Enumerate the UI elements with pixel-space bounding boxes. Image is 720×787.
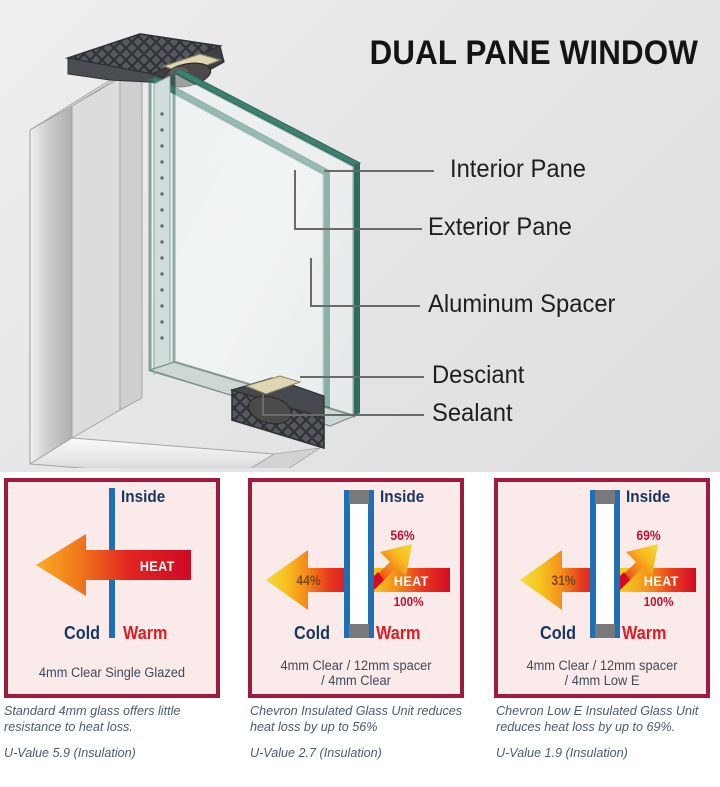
glass-pane-line-outer bbox=[590, 490, 596, 638]
callout-label-aluminum-spacer: Aluminum Spacer bbox=[428, 290, 616, 318]
leader-line-sealant-v bbox=[262, 394, 264, 416]
glass-pane-line-outer bbox=[344, 490, 350, 638]
inside-label: Inside bbox=[121, 487, 166, 506]
heat-retained-percent: 56% bbox=[390, 528, 415, 543]
heat-loss-percent: 44% bbox=[296, 573, 321, 588]
panel-caption: 4mm Clear Single Glazed bbox=[19, 665, 205, 680]
footnote-single-glazed: Standard 4mm glass offers little resista… bbox=[4, 704, 228, 762]
callout-aluminum-spacer: Aluminum Spacer bbox=[428, 290, 615, 319]
spacer-block-bottom bbox=[349, 624, 369, 638]
dual-pane-window-illustration bbox=[28, 33, 362, 468]
cold-label: Cold bbox=[294, 623, 330, 643]
glass-pane-line-inner bbox=[614, 490, 620, 638]
callout-label-exterior-pane: Exterior Pane bbox=[428, 213, 572, 241]
cavity-fill bbox=[594, 490, 616, 638]
heat-label: HEAT bbox=[393, 573, 429, 589]
panel-low-e-igu-stage: HEAT 100% 31% 69% Inside Cold Warm bbox=[498, 482, 706, 652]
warm-label: Warm bbox=[622, 623, 667, 643]
frame-cutaway-bottom bbox=[148, 361, 356, 450]
panel-single-glazed-stage: HEAT Inside Cold Warm bbox=[8, 482, 216, 652]
footnote-text: Standard 4mm glass offers little resista… bbox=[4, 704, 181, 734]
heat-base-percent: 100% bbox=[643, 594, 674, 609]
callout-sealant: Sealant bbox=[432, 399, 513, 428]
cold-label: Cold bbox=[64, 623, 100, 643]
inside-label: Inside bbox=[380, 487, 425, 506]
leader-line-sealant bbox=[262, 414, 424, 416]
panel-clear-igu: HEAT 100% 44% 56% Inside Cold Warm 4mm C… bbox=[248, 478, 464, 698]
panel-caption: 4mm Clear / 12mm spacer / 4mm Low E bbox=[509, 658, 695, 688]
glass-panes bbox=[148, 68, 362, 425]
interior-pane-glass bbox=[172, 69, 356, 419]
warm-label: Warm bbox=[123, 623, 168, 643]
panel-caption: 4mm Clear / 12mm spacer / 4mm Clear bbox=[263, 658, 449, 688]
inside-label: Inside bbox=[626, 487, 671, 506]
heat-label: HEAT bbox=[139, 558, 175, 574]
footnote-u-value: U-Value 2.7 (Insulation) bbox=[250, 746, 382, 760]
footnote-text: Chevron Insulated Glass Unit reduces hea… bbox=[250, 704, 463, 734]
spacer-block-top bbox=[349, 490, 369, 504]
heat-flow-arrow bbox=[36, 534, 191, 596]
panel-caption-line2: / 4mm Low E bbox=[564, 673, 640, 688]
callout-label-interior-pane: Interior Pane bbox=[450, 155, 586, 183]
footnote-low-e-igu: Chevron Low E Insulated Glass Unit reduc… bbox=[496, 704, 720, 762]
callout-exterior-pane: Exterior Pane bbox=[428, 213, 572, 242]
leader-line-aluminum-spacer bbox=[310, 305, 420, 307]
warm-label: Warm bbox=[376, 623, 421, 643]
leader-line-desciant bbox=[300, 376, 424, 378]
panel-single-glazed: HEAT Inside Cold Warm 4mm Clear Single G… bbox=[4, 478, 220, 698]
callout-desciant: Desciant bbox=[432, 361, 524, 390]
heat-loss-percent: 31% bbox=[551, 573, 576, 588]
callout-interior-pane: Interior Pane bbox=[450, 155, 586, 184]
panel-low-e-igu: HEAT 100% 31% 69% Inside Cold Warm 4mm C… bbox=[494, 478, 710, 698]
window-diagram-section: DUAL PANE WINDOW bbox=[0, 0, 720, 472]
footnote-clear-igu: Chevron Insulated Glass Unit reduces hea… bbox=[250, 704, 474, 762]
footnote-u-value: U-Value 5.9 (Insulation) bbox=[4, 746, 136, 760]
cavity-fill bbox=[348, 490, 370, 638]
glass-pane-line-inner bbox=[368, 490, 374, 638]
panel-clear-igu-stage: HEAT 100% 44% 56% Inside Cold Warm bbox=[252, 482, 460, 652]
footnote-text: Chevron Low E Insulated Glass Unit reduc… bbox=[496, 704, 699, 734]
desciant-block-bottom bbox=[244, 375, 302, 395]
heat-retained-percent: 69% bbox=[636, 528, 661, 543]
panel-caption-text: 4mm Clear Single Glazed bbox=[38, 665, 186, 680]
spacer-block-top bbox=[595, 490, 615, 504]
leader-line-interior-pane bbox=[324, 170, 434, 172]
leader-line-exterior-pane bbox=[294, 228, 422, 230]
panel-caption-line2: / 4mm Clear bbox=[321, 673, 391, 688]
callout-label-desciant: Desciant bbox=[432, 361, 525, 389]
page-title: DUAL PANE WINDOW bbox=[369, 34, 698, 72]
cold-label: Cold bbox=[540, 623, 576, 643]
panel-caption-line1: 4mm Clear / 12mm spacer bbox=[280, 658, 432, 673]
spacer-block-bottom bbox=[595, 624, 615, 638]
callout-label-sealant: Sealant bbox=[432, 399, 513, 427]
panel-caption-line1: 4mm Clear / 12mm spacer bbox=[526, 658, 678, 673]
heat-label: HEAT bbox=[643, 573, 679, 589]
comparison-panels-section: HEAT Inside Cold Warm 4mm Clear Single G… bbox=[0, 474, 720, 787]
leader-line-aluminum-spacer-v bbox=[310, 258, 312, 307]
leader-line-exterior-pane-v bbox=[294, 170, 296, 230]
heat-base-percent: 100% bbox=[393, 594, 424, 609]
footnote-u-value: U-Value 1.9 (Insulation) bbox=[496, 746, 628, 760]
